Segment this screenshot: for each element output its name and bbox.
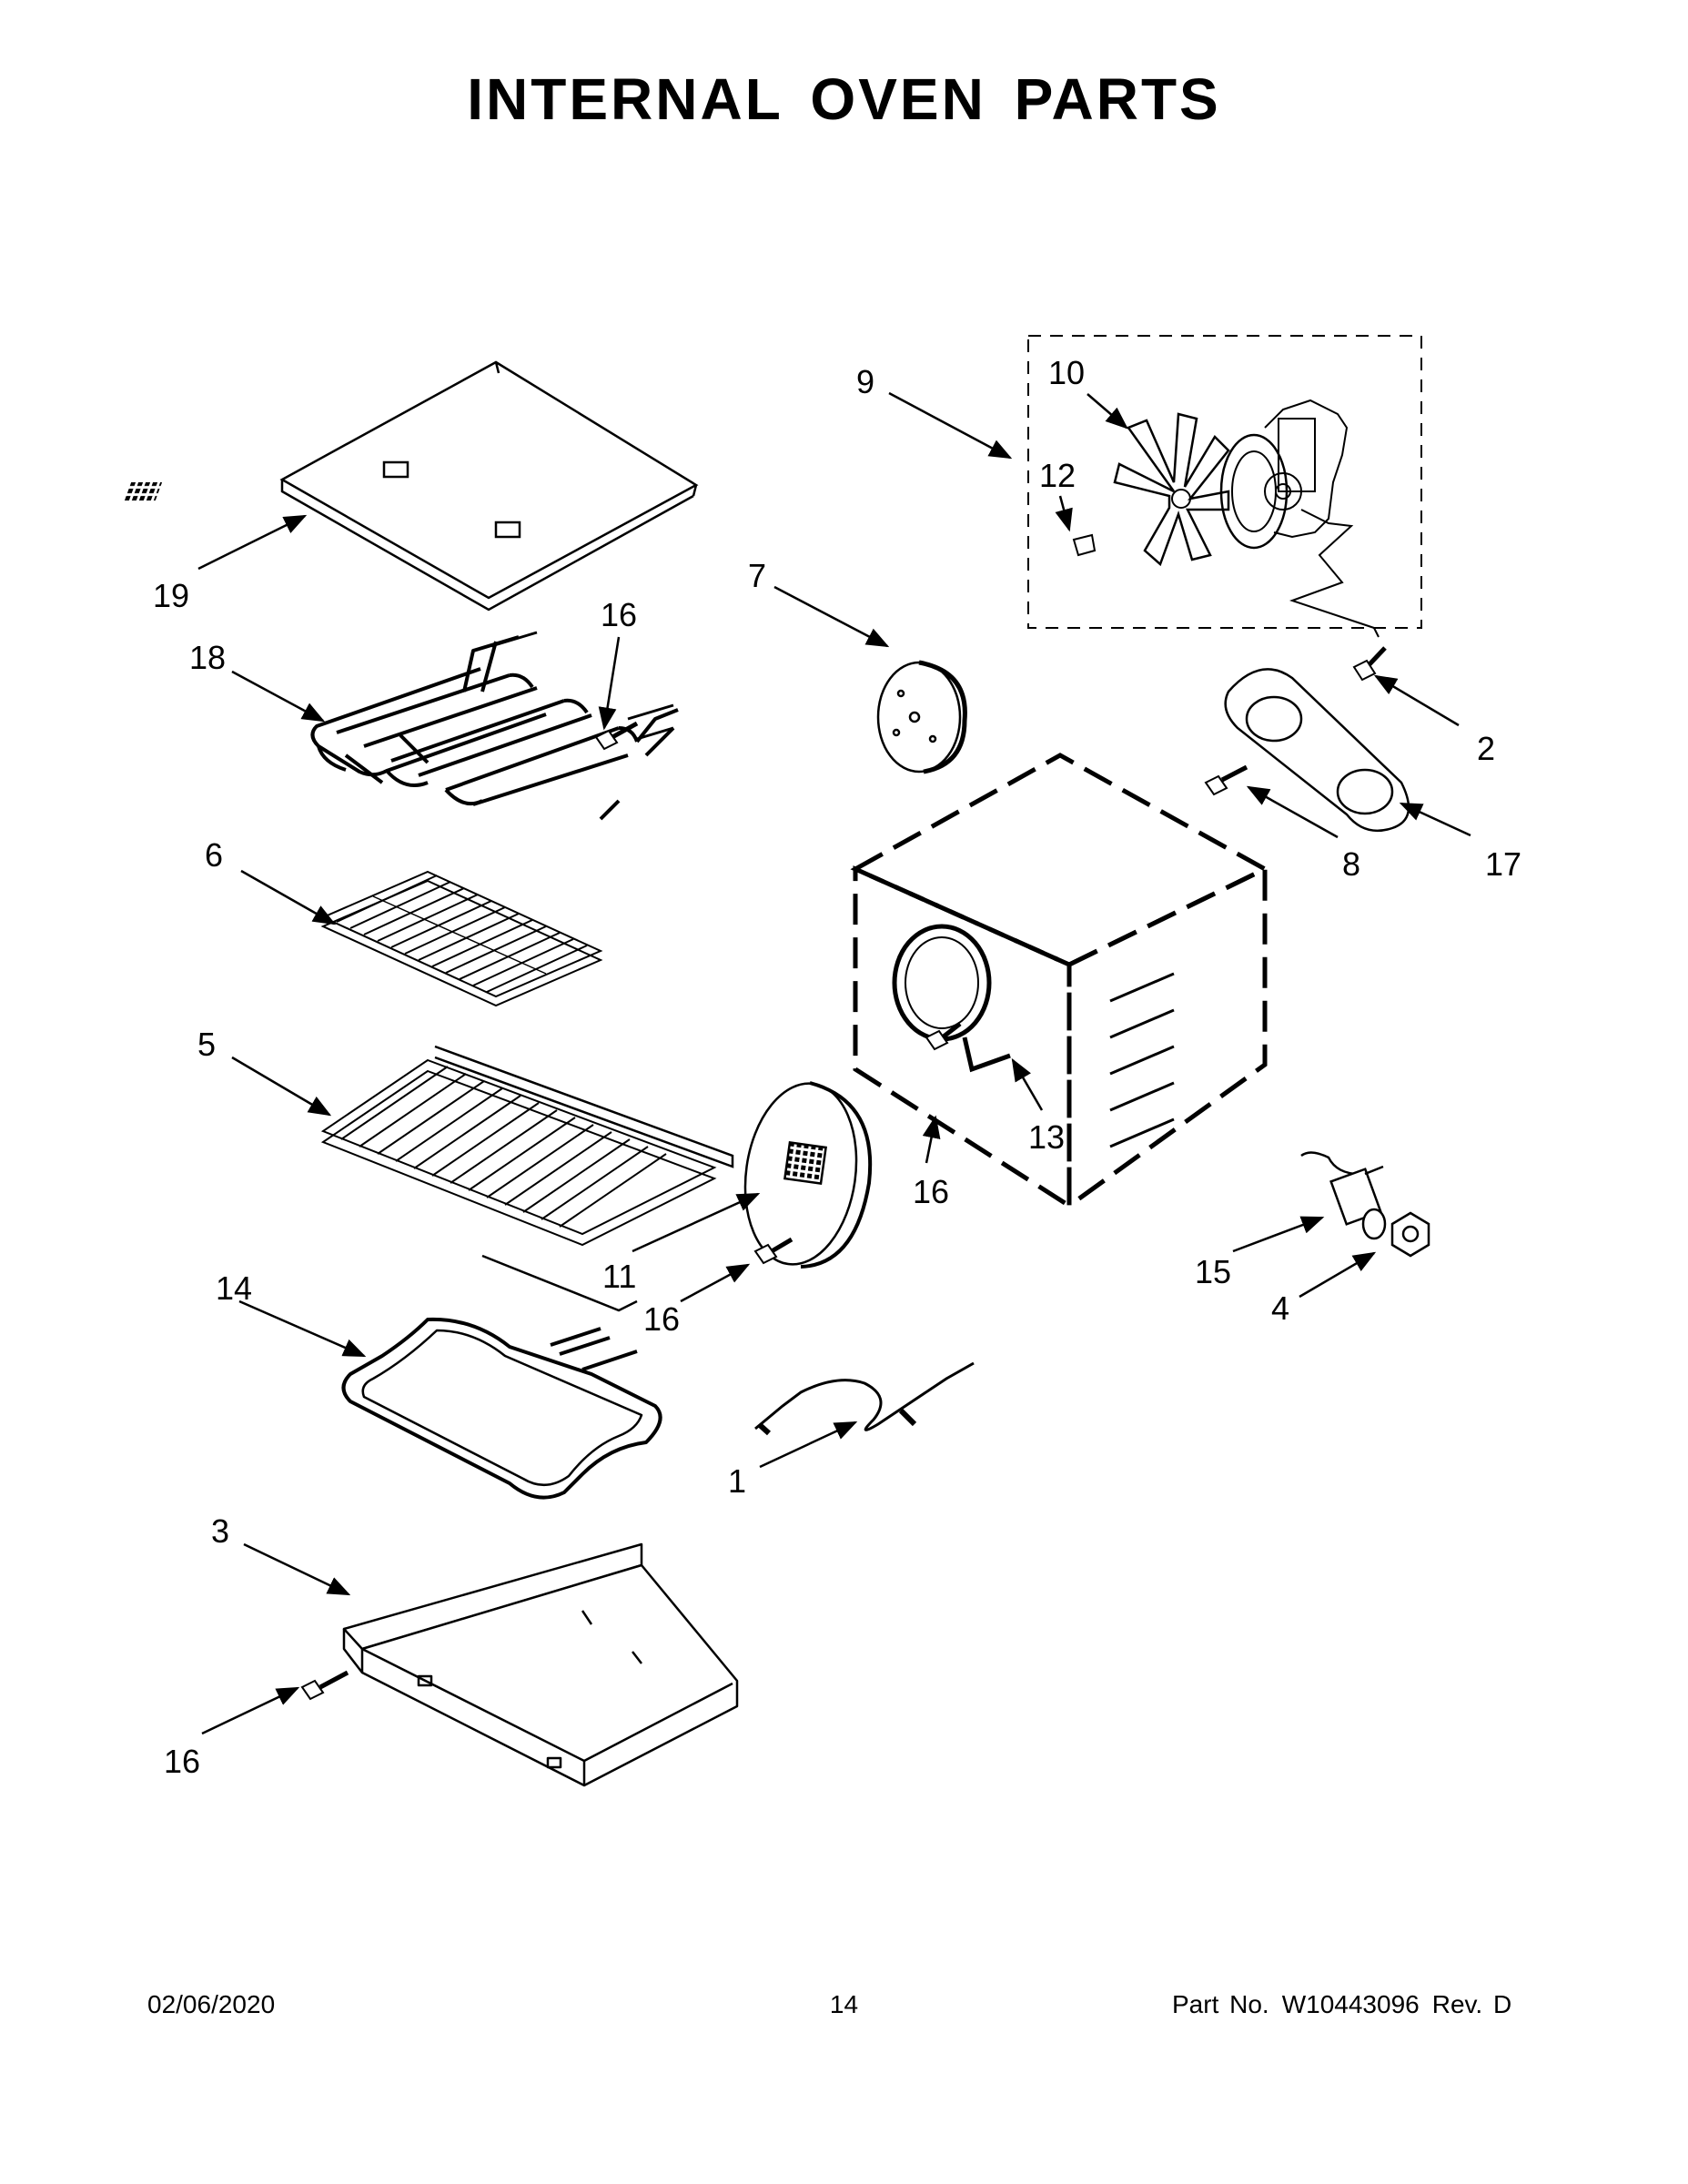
nut-part <box>1390 1211 1430 1258</box>
callout-1: 1 <box>728 1462 746 1500</box>
page-title: INTERNAL OVEN PARTS <box>467 66 1221 132</box>
callout-4: 4 <box>1271 1289 1289 1327</box>
callout-17: 17 <box>1485 845 1521 883</box>
footer-part-number: Part No. W10443096 Rev. D <box>1172 1990 1511 2019</box>
screw-part <box>594 721 639 751</box>
callout-5: 5 <box>197 1026 216 1063</box>
callout-16: 16 <box>164 1743 200 1780</box>
screw-part <box>925 1022 962 1051</box>
temperature-sensor-part <box>1300 1151 1387 1240</box>
callout-9: 9 <box>856 363 874 400</box>
callout-3: 3 <box>211 1512 229 1550</box>
callout-16: 16 <box>601 596 637 633</box>
callout-14: 14 <box>216 1269 252 1307</box>
callout-11: 11 <box>602 1258 636 1295</box>
oven-cavity-part <box>850 753 1270 1210</box>
meat-probe-part <box>754 1361 975 1436</box>
callout-12: 12 <box>1039 457 1076 494</box>
rear-baffle-disc-part <box>743 1081 873 1269</box>
screw-part <box>1352 646 1387 682</box>
footer-date: 02/06/2020 <box>147 1990 276 2018</box>
footer-page-number: 14 <box>829 1990 859 2018</box>
bake-element-part <box>341 1317 662 1500</box>
broil-element-part <box>310 631 679 821</box>
callout-19: 19 <box>153 577 189 614</box>
callout-16: 16 <box>643 1300 680 1338</box>
oven-rack-part <box>320 870 603 1007</box>
screw-part <box>753 1237 793 1265</box>
convection-cover-plate-part <box>1224 668 1410 833</box>
callout-18: 18 <box>189 639 226 676</box>
screw-part <box>1204 764 1248 796</box>
callout-10: 10 <box>1048 354 1085 391</box>
callout-labels: 19 18 16 6 5 14 3 16 7 9 10 12 2 8 17 13… <box>153 354 1521 1780</box>
sliding-rack-part <box>320 1045 734 1312</box>
leader-arrows <box>197 391 1471 1735</box>
callout-13: 13 <box>1028 1118 1065 1156</box>
part-label: Part No. <box>1172 1990 1269 2018</box>
callout-6: 6 <box>205 836 223 874</box>
fan-cover-disc-part <box>876 660 967 774</box>
revision: Rev. D <box>1431 1990 1512 2018</box>
convection-fan-assembly <box>1027 335 1422 638</box>
screw-part <box>300 1670 349 1701</box>
convection-element-part <box>892 924 1011 1073</box>
callout-15: 15 <box>1195 1253 1231 1290</box>
callout-8: 8 <box>1342 845 1360 883</box>
part-number: W10443096 <box>1281 1990 1420 2018</box>
callout-7: 7 <box>748 557 766 594</box>
callout-2: 2 <box>1477 730 1495 767</box>
top-heat-shield-part <box>124 360 699 612</box>
callout-16: 16 <box>913 1173 949 1210</box>
bottom-tray-part <box>342 1542 739 1787</box>
